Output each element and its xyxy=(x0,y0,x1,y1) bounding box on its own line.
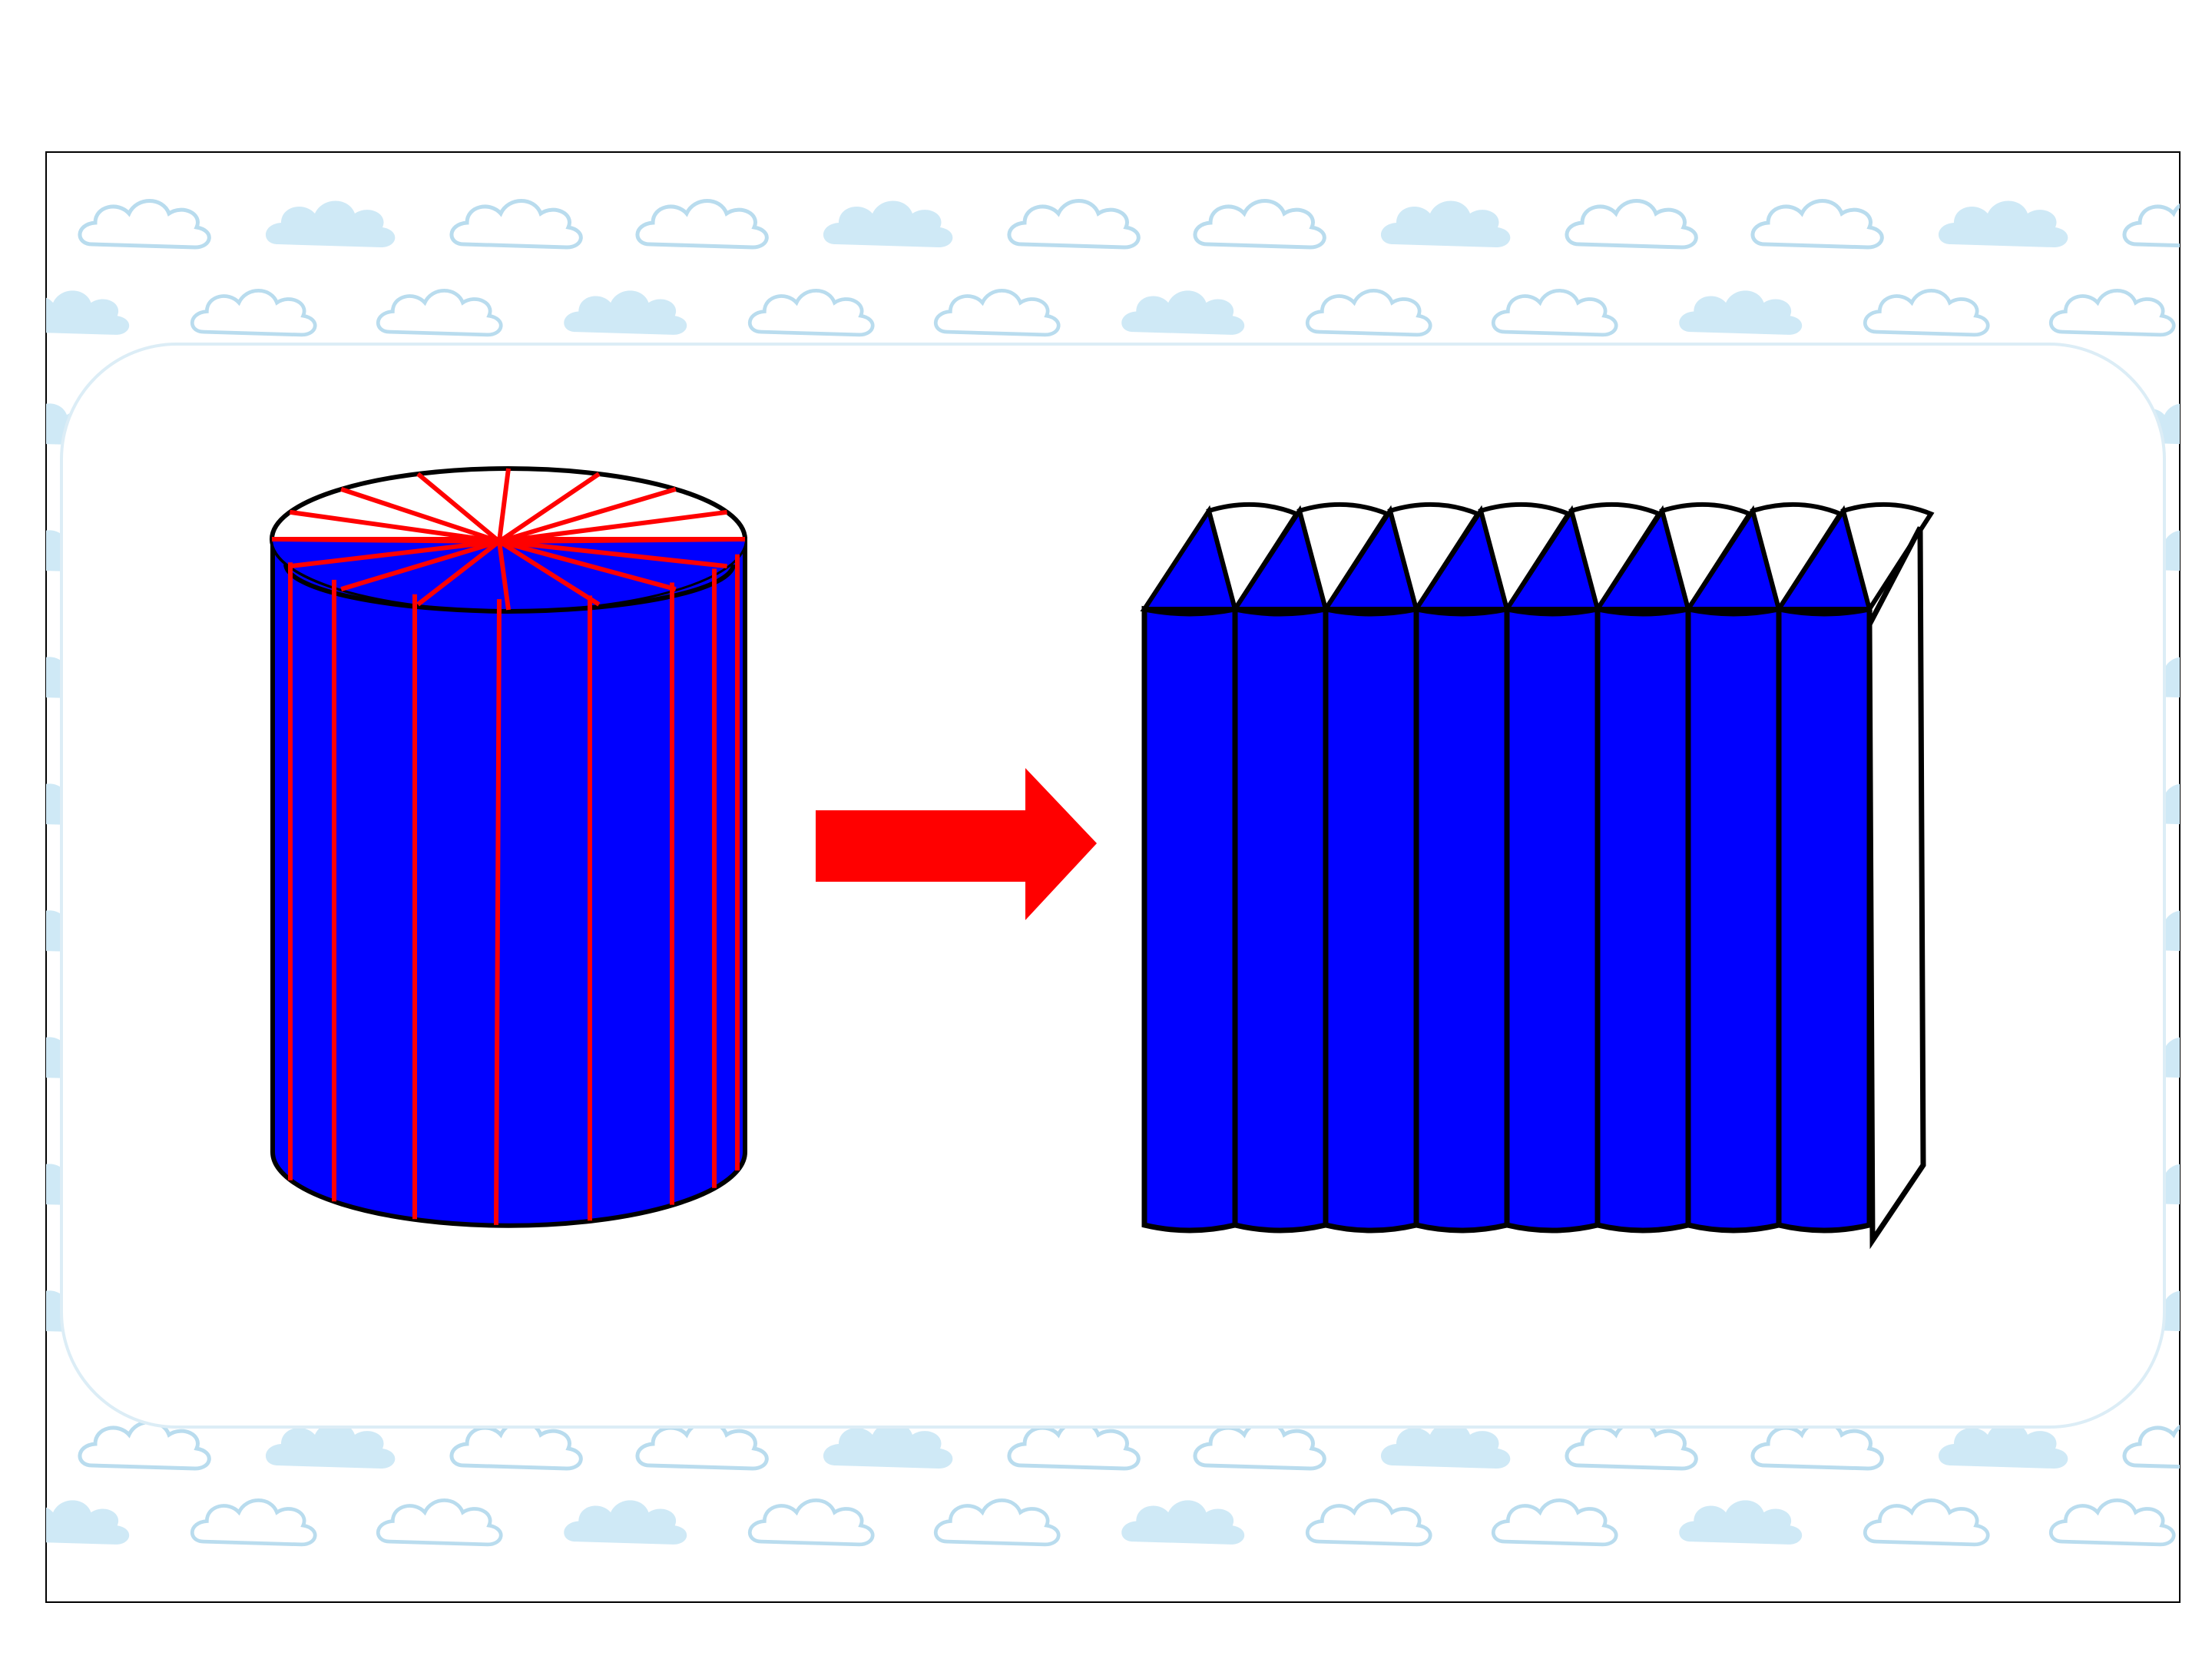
cloud-icon xyxy=(1009,201,1138,248)
cloud-icon xyxy=(2051,290,2174,334)
cloud-icon xyxy=(935,290,1058,334)
sector-cut-line xyxy=(498,539,601,607)
cloud-icon xyxy=(1679,290,1803,335)
cloud-icon xyxy=(637,201,767,248)
cloud-icon xyxy=(1121,290,1245,335)
sector-cut-line xyxy=(340,487,500,544)
cylinder-cut-lines xyxy=(271,468,746,1225)
cloud-icon xyxy=(2124,1422,2212,1469)
cloud-icon xyxy=(637,1422,767,1469)
cloud-icon xyxy=(1493,1500,1616,1544)
cloud-icon xyxy=(1938,200,2068,247)
sector-cut-line xyxy=(340,539,500,591)
cloud-icon xyxy=(1753,1422,1882,1469)
sector-cut-line xyxy=(498,539,677,591)
cloud-icon xyxy=(823,1422,953,1469)
cloud-icon xyxy=(265,200,396,247)
cloud-icon xyxy=(2124,201,2212,248)
cloud-icon xyxy=(1380,200,1511,247)
cloud-icon xyxy=(1009,1422,1138,1469)
cloud-icon xyxy=(80,201,209,248)
cloud-icon xyxy=(46,290,130,335)
cloud-icon xyxy=(750,1500,873,1544)
sector-cut-line xyxy=(498,509,727,544)
cloud-icon xyxy=(1567,201,1696,248)
sector-cut-line xyxy=(498,472,601,544)
sector-cut-line xyxy=(416,472,501,544)
cloud-icon xyxy=(1567,1422,1696,1469)
cloud-icon xyxy=(378,1500,501,1544)
cloud-icon xyxy=(1307,1500,1430,1544)
sector-cut-line xyxy=(290,539,500,569)
cloud-icon xyxy=(46,1500,130,1545)
vertical-cut-line xyxy=(494,599,502,1225)
cloud-icon xyxy=(378,290,501,334)
cloud-icon xyxy=(1753,201,1882,248)
cloud-icon xyxy=(1380,1422,1511,1469)
sector-cut-line xyxy=(497,541,511,611)
cloud-icon xyxy=(192,1500,315,1544)
cloud-icon xyxy=(564,1500,687,1545)
wedge-end-face xyxy=(1866,526,1926,1250)
cloud-icon xyxy=(935,1500,1058,1544)
cloud-icon xyxy=(192,290,315,334)
cylinder-top-front-rim xyxy=(283,564,736,614)
wedge-piece xyxy=(1412,502,1572,1233)
cloud-icon xyxy=(1865,290,1988,334)
wedge-piece xyxy=(1593,502,1753,1233)
cloud-icon xyxy=(1121,1500,1245,1545)
sector-cut-line xyxy=(289,509,500,544)
wedge-piece xyxy=(1230,502,1391,1233)
cloud-icon xyxy=(1865,1500,1988,1544)
cloud-icon xyxy=(823,200,953,247)
cloud-icon xyxy=(452,201,581,248)
cloud-icon xyxy=(452,1422,581,1469)
cloud-icon xyxy=(1938,1422,2068,1469)
sector-cut-line xyxy=(498,539,727,569)
sector-cut-line xyxy=(498,487,677,544)
transform-arrow xyxy=(816,768,1097,920)
cloud-icon xyxy=(265,1422,396,1469)
cloud-icon xyxy=(1195,201,1324,248)
cloud-icon xyxy=(750,290,873,334)
cloud-icon xyxy=(1307,290,1430,334)
wedge-piece xyxy=(1684,502,1844,1233)
sector-cut-line xyxy=(416,539,501,607)
sector-cut-line xyxy=(497,468,511,542)
cloud-icon xyxy=(1195,1422,1324,1469)
cloud-icon xyxy=(564,290,687,335)
rearranged-wedges-figure xyxy=(1140,502,1935,1250)
cloud-icon xyxy=(1679,1500,1803,1545)
cloud-icon xyxy=(80,1422,209,1469)
cylinder-figure xyxy=(270,466,747,1228)
cloud-icon xyxy=(2051,1500,2174,1544)
cloud-icon xyxy=(1493,290,1616,334)
wedge-piece xyxy=(1321,502,1482,1233)
cylinder-body xyxy=(270,537,747,1228)
slide-frame xyxy=(45,151,2181,1603)
wedge-piece xyxy=(1774,502,1935,1233)
